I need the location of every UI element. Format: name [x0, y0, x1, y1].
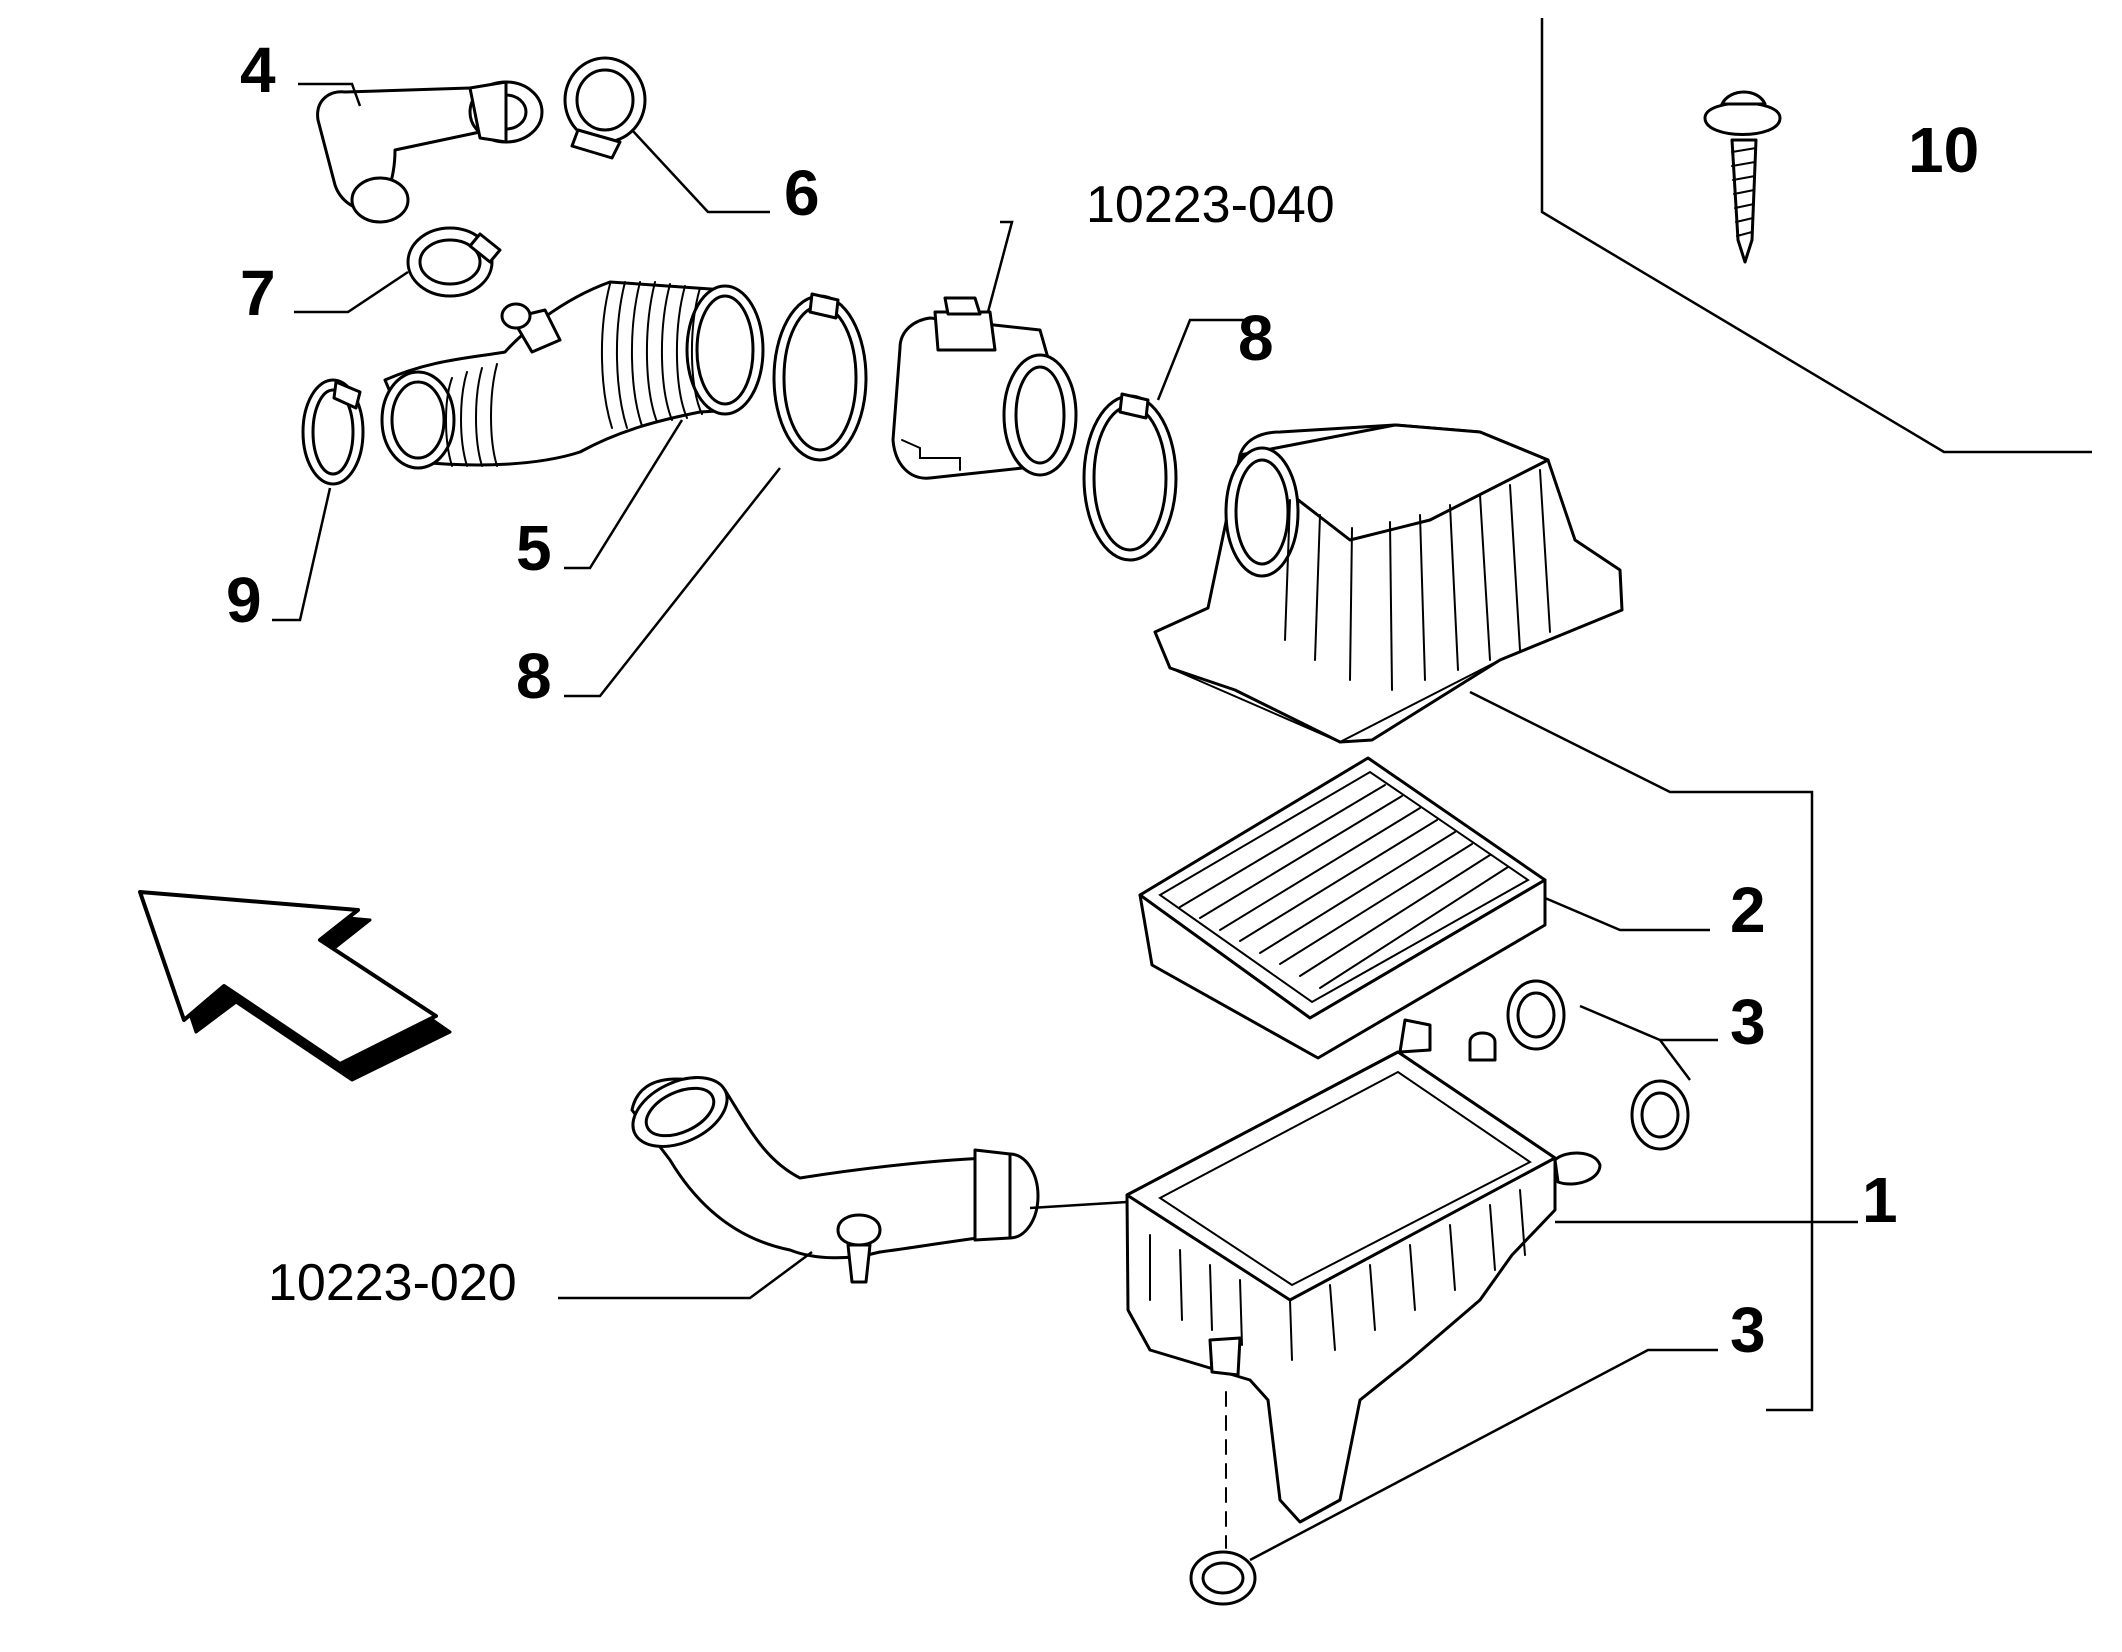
direction-arrow-icon [138, 890, 452, 1082]
callout-10: 10 [1908, 114, 1979, 186]
hose-clamp-part-8-right [1082, 392, 1178, 562]
callout-2: 2 [1730, 874, 1766, 946]
ref-label-10223-020: 10223-020 [268, 1254, 517, 1312]
fastener-group-frame [1540, 18, 2092, 454]
corrugated-hose-part-5 [380, 280, 765, 470]
callout-8-right: 8 [1238, 302, 1274, 374]
callout-1: 1 [1862, 1164, 1898, 1236]
hose-clamp-part-8-left [772, 292, 868, 462]
intake-pipe [630, 1076, 1040, 1284]
callout-6: 6 [784, 157, 820, 229]
callout-8-left: 8 [516, 640, 552, 712]
air-filter-box-housing-part-1 [1125, 1018, 1602, 1524]
callout-4: 4 [240, 34, 276, 106]
ref-label-10223-040: 10223-040 [1086, 176, 1335, 234]
callout-7: 7 [240, 257, 276, 329]
hose-clamp-part-7 [406, 226, 502, 298]
grommets-part-3 [1189, 979, 1690, 1606]
hose-clamp-part-9 [301, 378, 365, 486]
elbow-hose-part-4 [316, 80, 544, 224]
screw-part-10 [1703, 90, 1782, 264]
air-filter-box-cover [1153, 423, 1624, 744]
air-filter-element-part-2 [1138, 756, 1547, 1060]
callout-3-upper: 3 [1730, 986, 1766, 1058]
callout-5: 5 [516, 512, 552, 584]
callout-3-lower: 3 [1730, 1294, 1766, 1366]
mass-airflow-sensor [891, 296, 1078, 480]
hose-clamp-part-6 [563, 56, 647, 160]
leader-lines [272, 82, 1858, 1562]
callout-9: 9 [226, 564, 262, 636]
